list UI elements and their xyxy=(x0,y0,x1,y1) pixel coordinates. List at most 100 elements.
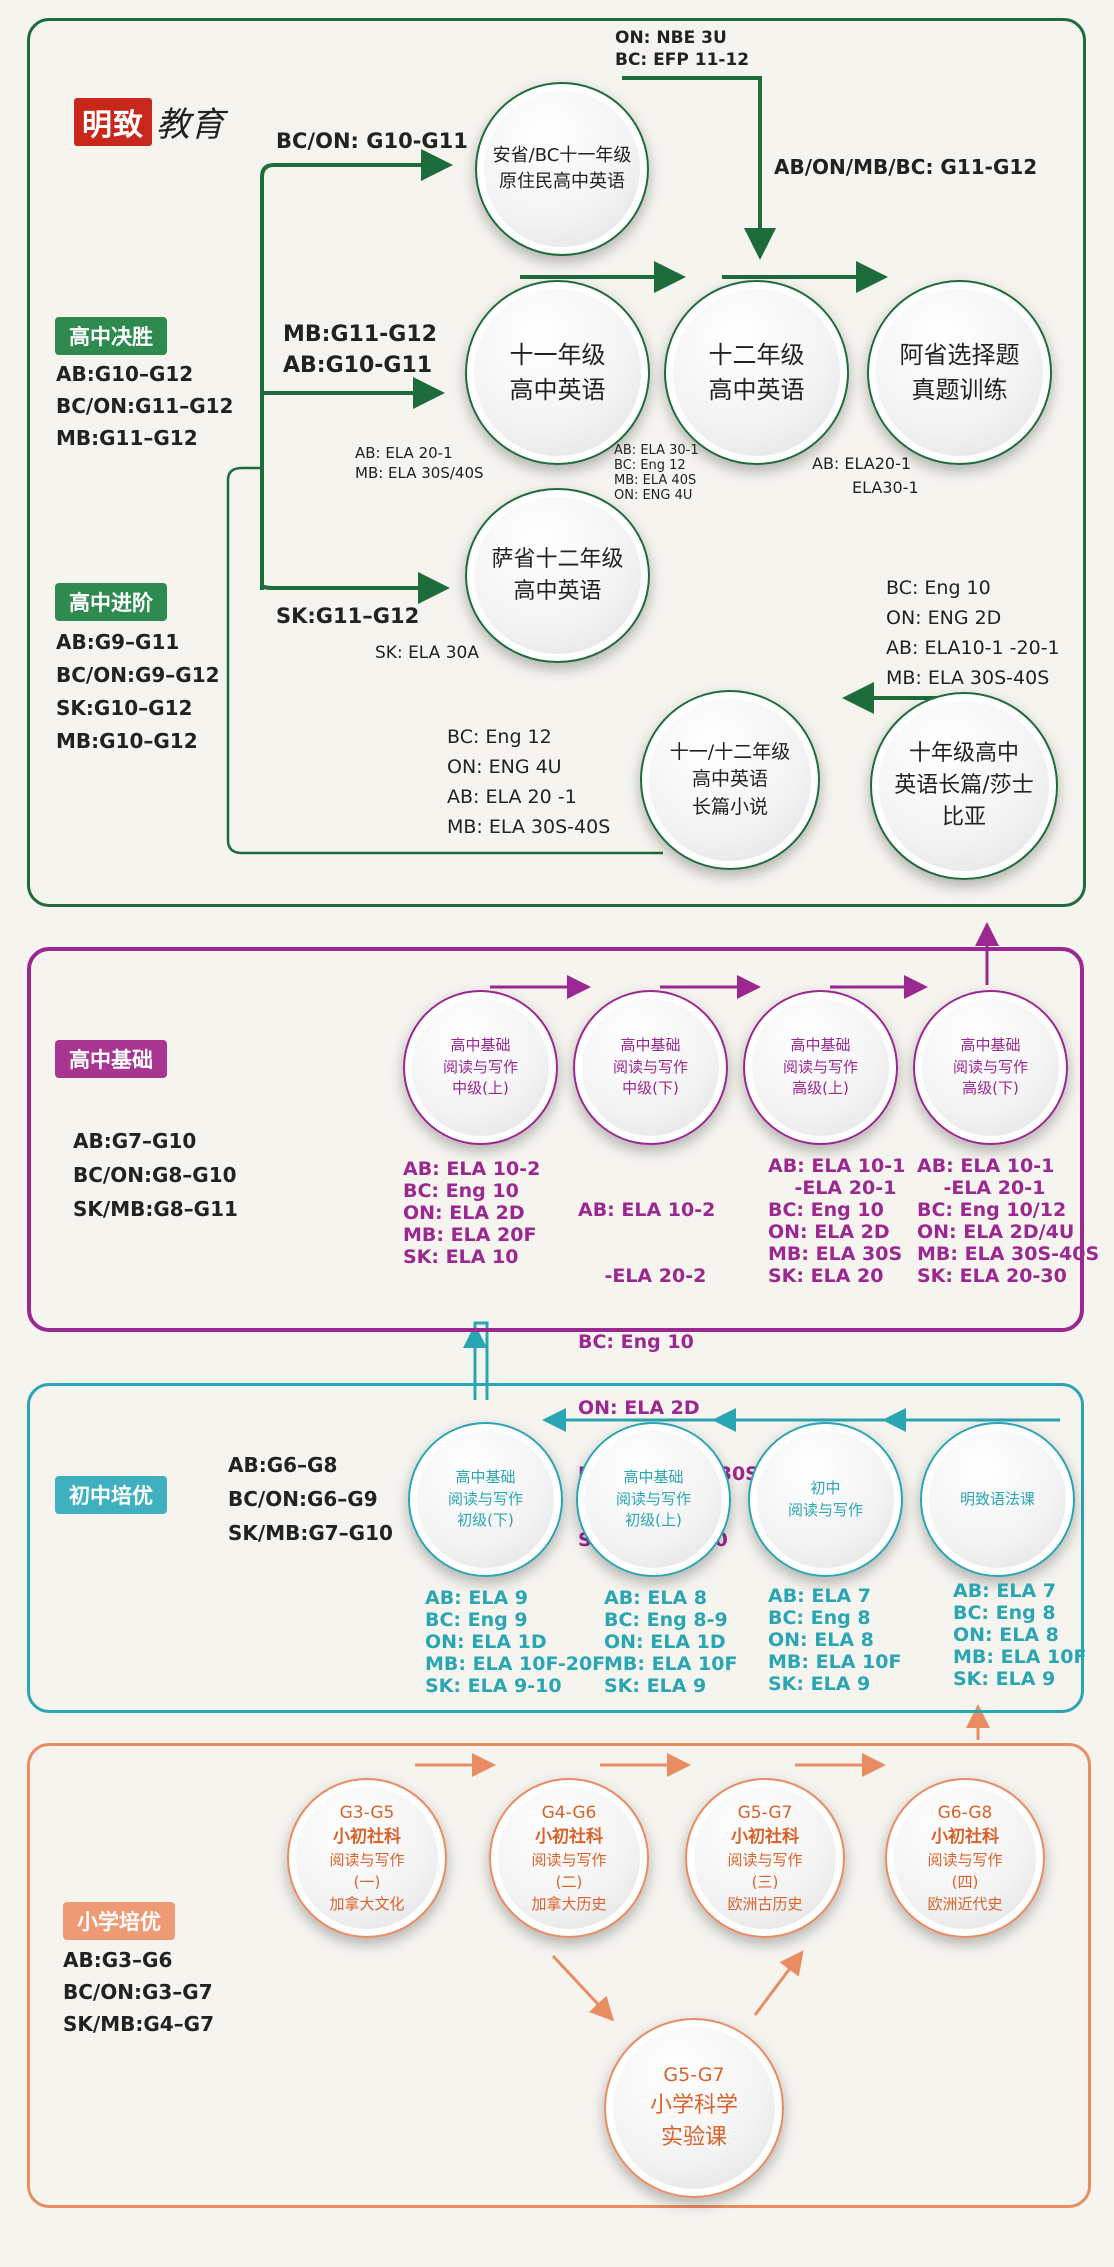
course-line: 高中基础 xyxy=(450,1035,511,1054)
codes-grade10: BC: Eng 10 ON: ENG 2D AB: ELA10-1 -20-1 … xyxy=(886,573,1060,693)
course-junior-reading-writing[interactable]: 初中 阅读与写作 xyxy=(748,1422,903,1577)
senior-panel xyxy=(27,18,1086,907)
code-line: AB: ELA 10-2 xyxy=(403,1158,541,1180)
code-line: AB: ELA20-1 xyxy=(812,454,912,473)
science-out-arrow xyxy=(753,1950,804,2016)
course-foundation-beginner-1[interactable]: 高中基础 阅读与写作 初级(上) xyxy=(576,1422,731,1577)
codes-junior-3: AB: ELA 7 BC: Eng 8 ON: ELA 8 MB: ELA 10… xyxy=(768,1585,901,1695)
code-line: AB: ELA 10-1 xyxy=(768,1155,906,1177)
course-grade: G5-G7 xyxy=(737,1802,793,1823)
course-science-lab[interactable]: G5-G7 小学科学 实验课 xyxy=(604,2018,784,2198)
tag-advanced: 高中进阶 xyxy=(55,583,167,621)
course-foundation-advanced-1[interactable]: 高中基础 阅读与写作 高级(上) xyxy=(743,990,898,1145)
code-line: ON: ELA 8 xyxy=(768,1629,874,1651)
code-line: MB: ELA 10F xyxy=(604,1653,738,1675)
course-line: 十一年级 xyxy=(509,340,606,369)
course-grammar[interactable]: 明致语法课 xyxy=(920,1422,1075,1577)
course-line: 高级(下) xyxy=(962,1079,1019,1098)
final-grades: AB:G10–G12 BC/ON:G11–G12 MB:G11–G12 xyxy=(56,358,233,454)
course-line: 十二年级 xyxy=(708,340,805,369)
grade-line: AB:G3–G6 xyxy=(63,1948,173,1972)
course-line: 中级(上) xyxy=(452,1079,509,1098)
course-grade: G3-G5 xyxy=(339,1802,395,1823)
course-line: 欧洲近代史 xyxy=(927,1894,1003,1913)
course-grade10-novel-shakespeare[interactable]: 十年级高中 英语长篇/莎士 比亚 xyxy=(870,692,1058,880)
code-line: BC: Eng 12 xyxy=(614,458,686,473)
grade-line: MB:G10–G12 xyxy=(56,729,198,753)
course-line: 十年级高中 xyxy=(908,741,1019,767)
codes-junior-4: AB: ELA 7 BC: Eng 8 ON: ELA 8 MB: ELA 10… xyxy=(953,1580,1086,1690)
course-line: 阅读与写作 xyxy=(442,1057,518,1076)
code-line: BC: Eng 10 xyxy=(403,1180,519,1202)
code-line: MB: ELA 10F-20F xyxy=(425,1653,606,1675)
code-line: ELA30-1 xyxy=(852,478,919,497)
code-line: ON: ENG 4U xyxy=(447,756,562,778)
grade-line: MB:G11–G12 xyxy=(56,426,198,450)
course-line: 阅读与写作 xyxy=(612,1057,688,1076)
course-grade11-english[interactable]: 十一年级 高中英语 xyxy=(465,280,650,465)
codes-foundation-1: AB: ELA 10-2 BC: Eng 10 ON: ELA 2D MB: E… xyxy=(403,1158,540,1268)
grade-line: BC/ON:G11–G12 xyxy=(56,394,234,418)
science-in-arrow xyxy=(551,1954,615,2022)
code-line: SK: ELA 10 xyxy=(403,1246,519,1268)
course-social-studies-4[interactable]: G6-G8 小初社科 阅读与写作 (四) 欧洲近代史 xyxy=(885,1778,1045,1938)
course-line: 初中 xyxy=(810,1478,841,1497)
course-social-studies-3[interactable]: G5-G7 小初社科 阅读与写作 (三) 欧洲古历史 xyxy=(685,1778,845,1938)
code-line: AB: ELA 7 xyxy=(768,1585,872,1607)
code-line: ON: ELA 8 xyxy=(953,1624,1059,1646)
course-line: 加拿大历史 xyxy=(531,1894,607,1913)
tag-junior: 初中培优 xyxy=(55,1476,167,1514)
course-social-studies-1[interactable]: G3-G5 小初社科 阅读与写作 (一) 加拿大文化 xyxy=(287,1778,447,1938)
code-line: SK: ELA 9 xyxy=(768,1673,871,1695)
code-line: BC: Eng 10 xyxy=(768,1199,884,1221)
course-line: 高中英语 xyxy=(691,768,768,791)
logo-script: 教育 xyxy=(156,105,224,145)
code-line: BC: Eng 8 xyxy=(768,1607,871,1629)
course-line: 高中基础 xyxy=(455,1467,516,1486)
grade-line: BC/ON:G6–G9 xyxy=(228,1487,378,1511)
course-novel[interactable]: 十一/十二年级 高中英语 长篇小说 xyxy=(640,690,820,870)
course-line: 阅读与写作 xyxy=(782,1057,858,1076)
code-line: MB: ELA 30S-40S xyxy=(886,667,1050,689)
grade-line: SK/MB:G7–G10 xyxy=(228,1521,393,1545)
grade-line: BC/ON:G8–G10 xyxy=(73,1163,237,1187)
top-connector xyxy=(622,76,776,260)
course-line: 英语长篇/莎士 xyxy=(894,773,1034,799)
code-line: SK: ELA 9 xyxy=(604,1675,707,1697)
code-line: AB: ELA 10-1 xyxy=(917,1155,1055,1177)
course-social-studies-2[interactable]: G4-G6 小初社科 阅读与写作 (二) 加拿大历史 xyxy=(489,1778,649,1938)
codes-ab-exam: AB: ELA20-1 ELA30-1 xyxy=(812,452,919,500)
course-line: 高中英语 xyxy=(509,375,606,404)
grade-line: SK/MB:G4–G7 xyxy=(63,2012,215,2036)
course-alberta-exam-training[interactable]: 阿省选择题 真题训练 xyxy=(867,280,1052,465)
branch-trunk xyxy=(260,149,453,590)
primary-grades: AB:G3–G6 BC/ON:G3–G7 SK/MB:G4–G7 xyxy=(63,1944,214,2040)
grade-line: AB:G10–G12 xyxy=(56,362,194,386)
course-sask-grade12[interactable]: 萨省十二年级 高中英语 xyxy=(465,488,650,663)
codes-grade12: AB: ELA 30-1 BC: Eng 12 MB: ELA 40S ON: … xyxy=(614,443,699,503)
codes-grade11: AB: ELA 20-1 MB: ELA 30S/40S xyxy=(355,443,484,483)
course-foundation-beginner-2[interactable]: 高中基础 阅读与写作 初级(下) xyxy=(408,1422,563,1577)
course-indigenous-english[interactable]: 安省/BC十一年级 原住民高中英语 xyxy=(475,82,649,256)
tag-primary: 小学培优 xyxy=(63,1902,175,1940)
code-line: AB: ELA10-1 -20-1 xyxy=(886,637,1060,659)
course-line: 高中基础 xyxy=(790,1035,851,1054)
course-line: 阅读与写作 xyxy=(787,1500,863,1519)
code-line: MB: ELA 10F xyxy=(768,1651,902,1673)
codes-foundation-4: AB: ELA 10-1 -ELA 20-1 BC: Eng 10/12 ON:… xyxy=(917,1155,1099,1287)
course-foundation-intermediate-1[interactable]: 高中基础 阅读与写作 中级(上) xyxy=(403,990,558,1145)
code-line: ON: ELA 1D xyxy=(604,1631,726,1653)
codes-junior-1: AB: ELA 9 BC: Eng 9 ON: ELA 1D MB: ELA 1… xyxy=(425,1587,605,1697)
code-line: BC: Eng 10 xyxy=(578,1331,694,1353)
code-line: AB: ELA 30-1 xyxy=(614,443,699,458)
code-line: SK: ELA 9-10 xyxy=(425,1675,562,1697)
course-foundation-intermediate-2[interactable]: 高中基础 阅读与写作 中级(下) xyxy=(573,990,728,1145)
code-line: MB: ELA 30S-40S xyxy=(447,816,611,838)
course-foundation-advanced-2[interactable]: 高中基础 阅读与写作 高级(下) xyxy=(913,990,1068,1145)
course-grade12-english[interactable]: 十二年级 高中英语 xyxy=(664,280,849,465)
branch-label-mb: MB:G11-G12 xyxy=(283,322,437,347)
grade-line: AB:G9–G11 xyxy=(56,630,180,654)
course-line: 阅读与写作 xyxy=(615,1489,691,1508)
course-line: 初级(下) xyxy=(457,1511,514,1530)
tag-foundation: 高中基础 xyxy=(55,1040,167,1078)
